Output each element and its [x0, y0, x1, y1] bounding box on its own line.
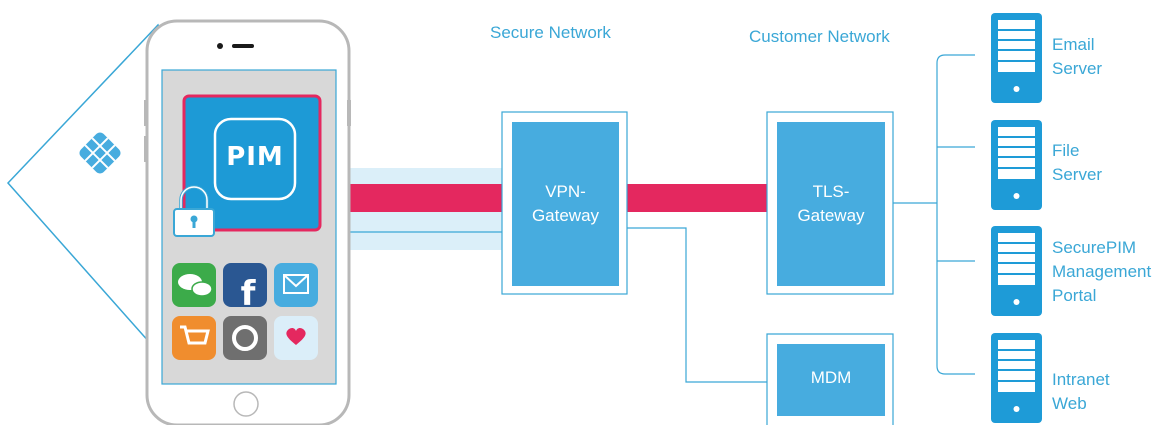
mdm-frame	[766, 333, 894, 425]
management-portal-server-icon	[991, 226, 1042, 316]
heart-icon	[274, 316, 318, 360]
svg-text:f: f	[241, 274, 257, 314]
vpn-gateway-box	[512, 122, 619, 286]
mdm-label: MDM	[810, 368, 852, 387]
tls-gateway-label-line2: Gateway	[797, 206, 865, 225]
management-portal-label-line3: Portal	[1052, 286, 1097, 305]
circle-icon	[223, 316, 267, 360]
pim-app-label: PIM	[226, 142, 284, 172]
email-server-label: Email Server	[1052, 33, 1102, 81]
lock-icon	[173, 185, 215, 237]
email-server-label-line1: Email	[1052, 35, 1095, 54]
file-server-label-line2: Server	[1052, 165, 1103, 184]
email-server-icon	[991, 13, 1042, 103]
management-portal-label-line2: Management	[1052, 262, 1152, 281]
intranet-web-label-line2: Web	[1052, 394, 1087, 413]
vpn-gateway-label-line1: VPN-	[545, 182, 586, 201]
sim-chip-icon	[79, 132, 121, 174]
file-server-label-line1: File	[1052, 141, 1080, 160]
server-connectors	[893, 54, 975, 375]
mdm-box	[777, 344, 885, 416]
home-button	[233, 391, 259, 417]
email-server-label-line2: Server	[1052, 59, 1103, 78]
facebook-icon: f	[223, 263, 267, 314]
vpn-gateway-label: VPN- Gateway	[512, 180, 619, 228]
file-server-icon	[991, 120, 1042, 210]
speaker-icon	[232, 44, 254, 48]
customer-network-label: Customer Network	[749, 27, 890, 46]
file-server-label: File Server	[1052, 139, 1102, 187]
encrypted-link-vpn-tls	[627, 184, 767, 212]
secure-network-label: Secure Network	[490, 23, 611, 42]
messages-icon	[172, 263, 216, 307]
camera-icon	[217, 43, 223, 49]
tls-gateway-label-line1: TLS-	[812, 182, 850, 201]
pim-app-icon	[213, 117, 297, 201]
tls-gateway-box	[777, 122, 885, 286]
vpn-gateway-label-line2: Gateway	[531, 206, 600, 225]
intranet-server-icon	[991, 333, 1042, 423]
shop-icon	[172, 316, 216, 360]
mail-icon	[274, 263, 318, 307]
intranet-web-label: Intranet Web	[1052, 368, 1110, 416]
management-portal-label-line1: SecurePIM	[1052, 238, 1137, 257]
vpn-mdm-connector	[627, 227, 767, 383]
intranet-web-label-line1: Intranet	[1052, 370, 1110, 389]
management-portal-label: SecurePIM Management Portal	[1052, 236, 1151, 308]
tls-gateway-label: TLS- Gateway	[777, 180, 885, 228]
